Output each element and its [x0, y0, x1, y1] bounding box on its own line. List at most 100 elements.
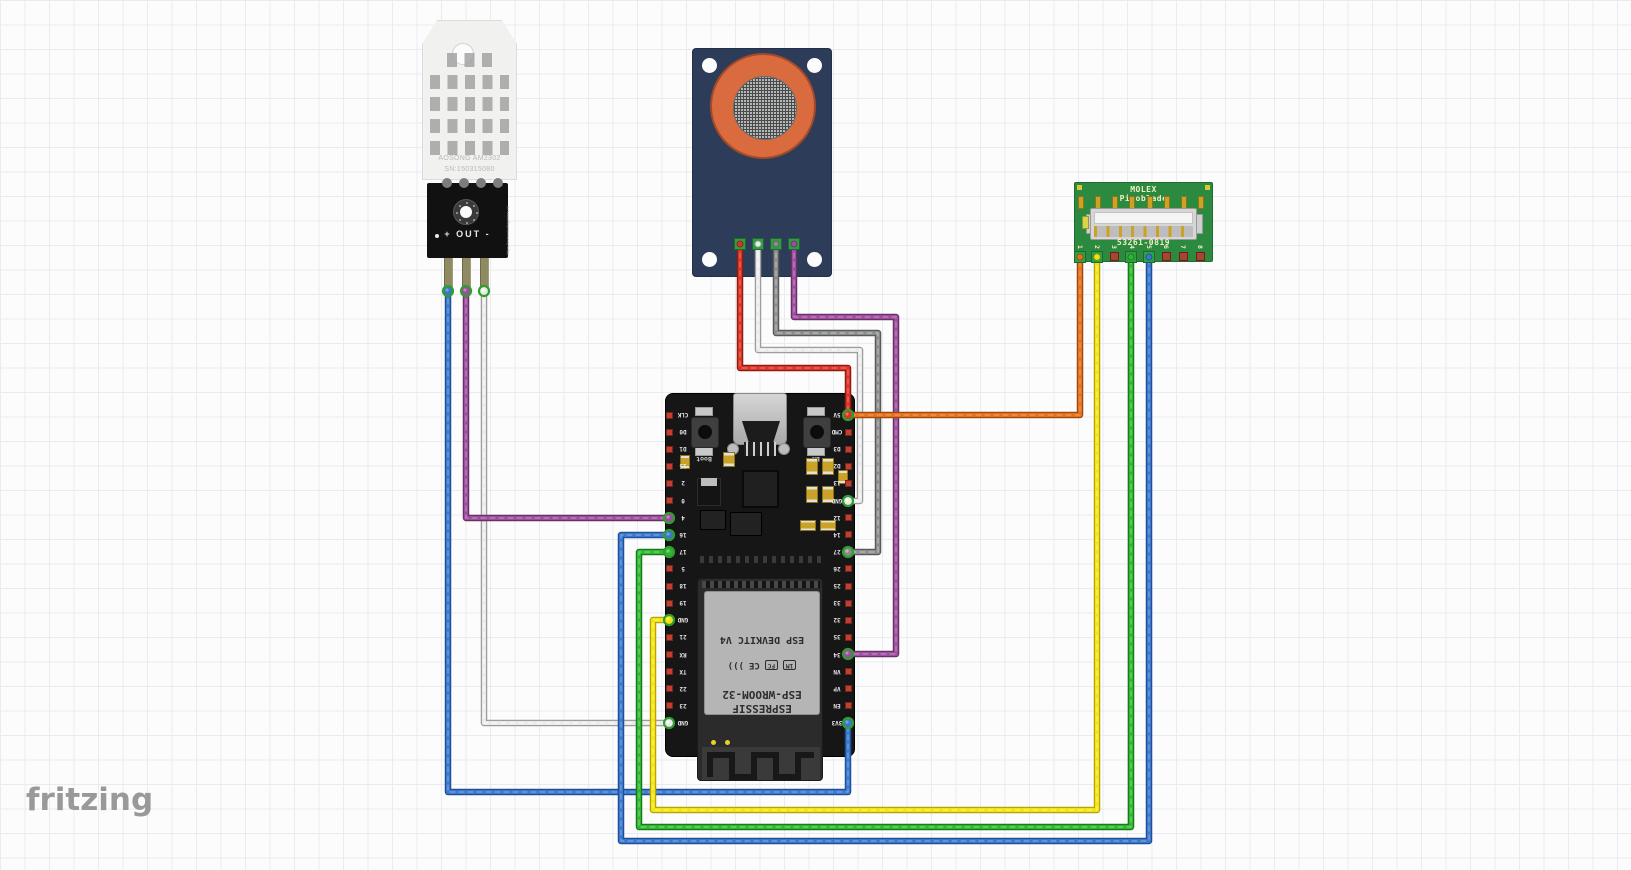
esp32-pin-pad-22[interactable]: [665, 685, 673, 693]
molex-title2: Picoblade: [1119, 194, 1168, 203]
esp32-pin-label-18-L: 18: [679, 582, 687, 590]
wire-dht-data-purple[interactable]: [462, 286, 673, 522]
smd-resistor: [820, 520, 836, 531]
molex-connector-latch: [1082, 216, 1089, 229]
smd-capacitor: [806, 458, 818, 475]
molex-connector-inner: [1094, 212, 1193, 224]
en-button-contact: [807, 407, 825, 416]
dht22-sensor[interactable]: AOSONG AM2302 SN:150315080 + OUT - https…: [422, 20, 517, 294]
molex-corner-pad: [1205, 185, 1210, 190]
wire-dht-data-purple-stroke: [464, 288, 671, 520]
esp32-pin-pad-rx[interactable]: [665, 651, 673, 659]
module-chip-text: ESP-WROOM-32: [722, 688, 802, 701]
wire-5v-molex1-orange[interactable]: [846, 255, 1084, 419]
esp32-pin-pad-vp[interactable]: [844, 685, 852, 693]
esp32-pin-pad-14[interactable]: [844, 531, 852, 539]
module-pad-row: [700, 556, 825, 563]
esp32-pin-pad-2[interactable]: [665, 479, 673, 487]
esp32-pin-pad-5[interactable]: [665, 565, 673, 573]
molex-picoblade-board[interactable]: MOLEX Picoblade 53261-0819: [1074, 182, 1213, 262]
dht22-vent-row: [430, 75, 509, 89]
molex-pin-pad-8[interactable]: [1195, 252, 1205, 261]
esp32-pin-pad-23[interactable]: [665, 702, 673, 710]
mq-mount-hole: [807, 58, 822, 73]
dht22-socket: [476, 178, 486, 188]
esp32-pin-label-21-L: 21: [679, 633, 687, 641]
esp32-pin-label-rx-L: RX: [679, 650, 687, 658]
dht22-brand-text: AOSONG AM2302: [438, 155, 501, 162]
mq-mount-hole: [702, 58, 717, 73]
dht22-vent-row: [430, 119, 509, 133]
mq-mount-hole: [702, 252, 717, 267]
esp32-pin-pad-0[interactable]: [665, 497, 673, 505]
esp32-pin-label-3v3-R: 3V3: [831, 718, 843, 726]
esp32-pin-pad-13[interactable]: [844, 479, 852, 487]
esp32-pin-pad-18[interactable]: [665, 582, 673, 590]
esp32-pin-label-19-L: 19: [679, 599, 687, 607]
esp32-pin-label-22-L: 22: [679, 684, 687, 692]
dht22-serial-text: SN:150315080: [444, 166, 495, 173]
molex-pin-pad-6[interactable]: [1161, 252, 1171, 261]
mq-mount-hole: [807, 252, 822, 267]
wifi-icon: ))): [727, 660, 744, 670]
esp32-pin-pad-cmd[interactable]: [844, 428, 852, 436]
esp-wroom-32-module: ESP DEVKITC V4 1M FC CE ))) ESP-WROOM-32…: [697, 578, 823, 781]
smd-ic: [700, 510, 726, 530]
esp32-pin-pad-26[interactable]: [844, 565, 852, 573]
usb-connector[interactable]: [733, 393, 787, 445]
mq-sensor-mesh: [733, 76, 797, 140]
esp32-pin-label-gnd-L: GND: [677, 616, 689, 624]
dht22-screw-center: [460, 206, 472, 218]
molex-pin-pad-7[interactable]: [1178, 252, 1188, 261]
dht22-socket: [493, 178, 503, 188]
dht22-socket: [442, 178, 452, 188]
esp32-pin-label-5-L: 5: [681, 564, 685, 572]
dht22-pin-leg: [462, 258, 471, 294]
esp32-pin-pad-33[interactable]: [844, 599, 852, 607]
esp32-pin-pad-en[interactable]: [844, 702, 852, 710]
esp32-pin-label-0-L: 0: [681, 496, 685, 504]
molex-pin-pad-3[interactable]: [1109, 252, 1119, 261]
wire-dht-data-purple-stroke: [465, 289, 670, 519]
esp32-pin-label-34-R: 34: [833, 650, 841, 658]
usb-uart-chip: [742, 470, 779, 508]
esp32-pin-label-16-L: 16: [679, 530, 687, 538]
esp32-pin-pad-d3[interactable]: [844, 445, 852, 453]
dht22-url-text: https://www.studiopieters.nl: [505, 206, 510, 255]
smd-ic: [730, 512, 762, 536]
esp32-pin-label-23-L: 23: [679, 701, 687, 709]
esp32-pin-pad-tx[interactable]: [665, 668, 673, 676]
en-button-cap: [810, 425, 824, 439]
module-brand-text: ESPRESSIF: [732, 702, 792, 715]
esp32-pin-pad-vn[interactable]: [844, 668, 852, 676]
dht22-vent-row: [447, 53, 493, 67]
dht22-breakout-pcb: + OUT -: [427, 178, 508, 258]
wire-dht-gnd-white[interactable]: [480, 286, 673, 727]
dht22-marker-dot: [435, 234, 439, 238]
molex-pin-number-4: 4: [1127, 245, 1136, 249]
module-label-area: ESP DEVKITC V4 1M FC CE ))) ESP-WROOM-32…: [704, 591, 820, 715]
esp32-pin-pad-d1[interactable]: [665, 445, 673, 453]
esp32-pin-pad-32[interactable]: [844, 616, 852, 624]
wire-dht-gnd-white-stroke: [480, 286, 673, 727]
esp32-pin-pad-15[interactable]: [665, 462, 673, 470]
wire-5v-molex1-orange-stroke: [849, 258, 1081, 416]
wire-dht-gnd-white-stroke: [482, 288, 671, 725]
molex-part-number: 53261-0819: [1116, 238, 1171, 247]
esp32-pin-pad-21[interactable]: [665, 633, 673, 641]
esp32-pin-pad-12[interactable]: [844, 514, 852, 522]
esp32-pin-pad-d0[interactable]: [665, 428, 673, 436]
molex-corner-pad: [1077, 185, 1082, 190]
esp32-pin-label-27-R: 27: [833, 547, 841, 555]
esp32-pin-pad-d2[interactable]: [844, 462, 852, 470]
esp32-pin-label-5v-R: 5V: [833, 411, 841, 418]
boot-button[interactable]: [691, 417, 719, 448]
mq-gas-sensor[interactable]: [692, 48, 832, 277]
wire-5v-molex1-orange-stroke: [848, 257, 1082, 417]
dht22-pinout-label: + OUT -: [444, 229, 491, 239]
esp32-pin-pad-clk[interactable]: [665, 411, 673, 419]
esp32-pin-pad-19[interactable]: [665, 599, 673, 607]
esp32-pin-pad-25[interactable]: [844, 582, 852, 590]
esp32-pin-pad-35[interactable]: [844, 633, 852, 641]
